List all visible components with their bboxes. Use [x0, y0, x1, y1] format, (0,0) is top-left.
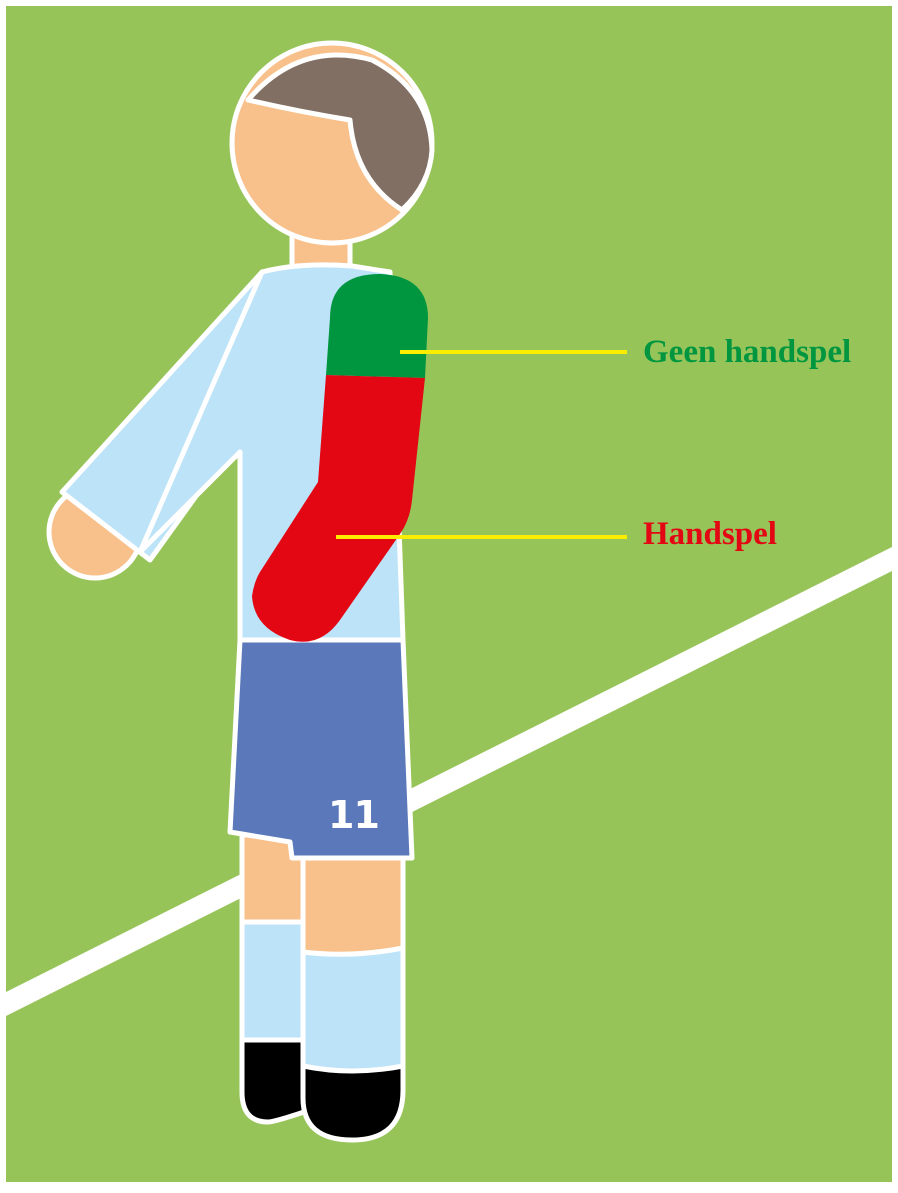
- back-sock: [242, 922, 304, 1050]
- shorts-number: 11: [328, 796, 378, 834]
- pitch: [6, 6, 892, 1182]
- back-boot: [242, 1040, 304, 1122]
- no-handball-zone: [326, 274, 428, 378]
- front-sock: [303, 948, 403, 1078]
- no-handball-label: Geen handspel: [643, 336, 851, 369]
- front-boot: [303, 1066, 403, 1140]
- front-leg: [303, 845, 403, 957]
- handball-label: Handspel: [643, 518, 777, 551]
- shorts: [230, 640, 412, 858]
